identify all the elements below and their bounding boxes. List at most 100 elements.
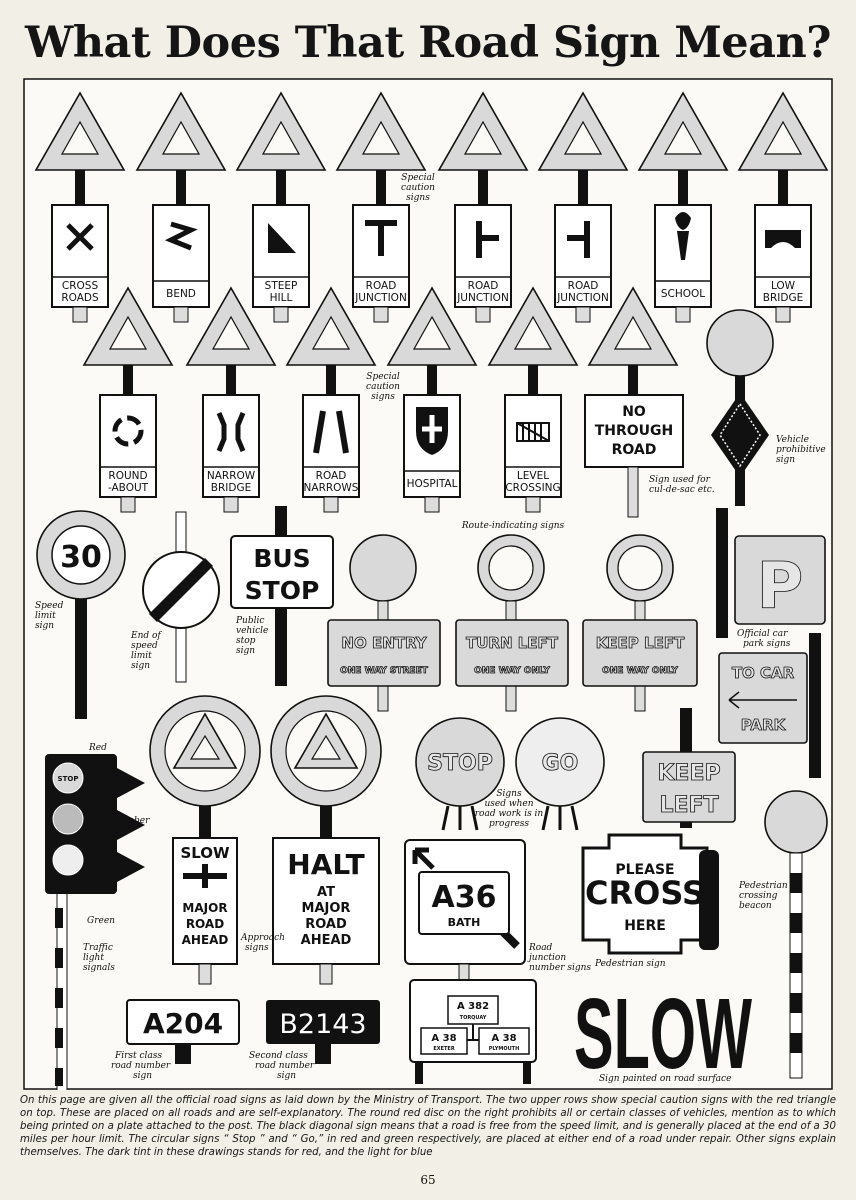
caution-sign-roundabout: ROUND -ABOUT xyxy=(82,286,174,513)
stop-go-note: road work is in xyxy=(475,809,544,819)
pedestrian-crossing-beacon: Pedestrian crossing beacon xyxy=(738,790,828,1079)
route-sign-sub: ONE WAY ONLY xyxy=(474,666,550,676)
traffic-stop-text: STOP xyxy=(58,775,79,783)
no-through-text: ROAD xyxy=(612,442,657,458)
cross-icon xyxy=(66,223,94,251)
caution-sign-steep-hill: STEEP HILL xyxy=(235,91,327,323)
please-cross-text: PLEASE xyxy=(615,862,674,878)
vehicle-prohibitive-sign: Vehicle prohibitive sign xyxy=(706,309,826,506)
sign-label: NARROWS xyxy=(304,482,359,494)
row4-signs: STOP Red Amber Green Traffic light signa… xyxy=(45,695,828,1090)
sign-label: ROAD xyxy=(568,280,599,292)
traffic-note: signals xyxy=(83,963,115,973)
major-text: MAJOR xyxy=(302,901,351,916)
route-sign-turn-left: TURN LEFT ONE WAY ONLY xyxy=(455,534,569,712)
caution-note: caution xyxy=(366,382,400,392)
junction-note: junction xyxy=(527,953,566,963)
bus-stop-note: Public xyxy=(235,616,264,626)
route-sign-sub: ONE WAY STREET xyxy=(340,666,429,676)
slow-text: SLOW xyxy=(180,844,230,862)
right-junction-icon xyxy=(476,221,499,258)
left-junction-icon xyxy=(567,221,590,258)
beacon-note: crossing xyxy=(739,891,778,901)
junction-note: Road xyxy=(528,943,553,953)
sign-label: JUNCTION xyxy=(556,292,609,304)
row3-signs: 30 Speed limit sign End of speed limit s… xyxy=(35,506,826,778)
major-text: ROAD xyxy=(186,917,224,931)
slow-major-road-sign: SLOW MAJOR ROAD AHEAD xyxy=(149,695,261,985)
route-sign-sub: ONE WAY ONLY xyxy=(602,666,678,676)
vehicle-note: sign xyxy=(776,455,795,465)
b2143-text: B2143 xyxy=(279,1009,366,1040)
caution-sign-narrow-bridge: NARROW BRIDGE xyxy=(185,286,277,513)
keep-left-text: KEEP xyxy=(657,761,720,786)
sign-label: ROAD xyxy=(468,280,499,292)
car-park-signs: P Official car park signs TO CAR PARK xyxy=(716,508,826,778)
keep-left-text: LEFT xyxy=(659,793,718,818)
bus-stop-note: sign xyxy=(236,646,255,656)
b2143-note: sign xyxy=(277,1071,296,1081)
sign-label: LEVEL xyxy=(517,470,549,482)
speed-note: limit xyxy=(35,611,56,621)
torquay-text: TORQUAY xyxy=(460,1015,487,1021)
a38-left-text: A 38 xyxy=(431,1033,456,1044)
major-text: MAJOR xyxy=(182,901,227,915)
a204-text: A204 xyxy=(143,1007,223,1040)
traffic-light-signals: STOP Red Amber Green Traffic light signa… xyxy=(45,743,150,1090)
sign-label: JUNCTION xyxy=(456,292,509,304)
traffic-green-label: Green xyxy=(87,916,115,926)
bus-stop-note: stop xyxy=(236,636,256,646)
road-junction-number-sign: A 382 TORQUAY A 38 EXETER A 38 PLYMOUTH xyxy=(409,979,537,1084)
a204-note: sign xyxy=(133,1071,152,1081)
row1-caution-signs: CROSS ROADS BEND STEEP HILL ROAD xyxy=(34,91,829,323)
slow-road-note: Sign painted on road surface xyxy=(599,1074,731,1084)
plymouth-text: PLYMOUTH xyxy=(489,1046,520,1052)
route-sign-no-entry: NO ENTRY ONE WAY STREET xyxy=(327,534,441,712)
please-cross-sign: PLEASE CROSS HERE Pedestrian sign xyxy=(581,833,719,969)
sign-label: LOW xyxy=(771,280,796,292)
steep-hill-icon xyxy=(268,223,296,253)
parking-letter: P xyxy=(757,550,804,624)
sign-label: ROAD xyxy=(316,470,347,482)
sign-label: CROSSING xyxy=(505,482,560,494)
speed-note: Speed xyxy=(35,601,64,611)
a204-road-number-sign: A204 First class road number sign xyxy=(111,999,240,1081)
to-car-text: TO CAR xyxy=(732,664,795,682)
caution-sign-hospital: HOSPITAL xyxy=(386,286,478,513)
vehicle-note: Vehicle xyxy=(776,435,809,445)
caution-note: Special xyxy=(401,173,435,183)
speed-value: 30 xyxy=(60,540,102,575)
a36-junction-sign: A36 BATH Road junction number signs xyxy=(404,839,591,985)
sign-label: -ABOUT xyxy=(108,482,149,494)
bus-stop-text: STOP xyxy=(245,576,320,605)
bend-icon xyxy=(164,221,198,251)
approach-note: signs xyxy=(245,943,269,953)
caution-sign-bend: BEND xyxy=(135,91,227,323)
caution-sign-road-narrows: ROAD NARROWS xyxy=(285,286,377,513)
b2143-note: Second class xyxy=(249,1051,308,1061)
keep-left-sign: KEEP LEFT xyxy=(642,708,736,828)
traffic-amber-label: Amber xyxy=(118,816,150,826)
parking-note: Official car xyxy=(737,629,788,639)
stop-go-signs: STOP GO Signs used when road work is in … xyxy=(415,717,605,831)
caution-note: signs xyxy=(371,392,395,402)
traffic-note: Traffic xyxy=(83,943,113,953)
bus-stop-sign: BUS STOP Public vehicle stop sign xyxy=(230,506,334,686)
vehicle-note: prohibitive xyxy=(776,445,826,455)
route-sign-main: KEEP LEFT xyxy=(596,634,685,652)
halt-major-road-sign: HALT AT MAJOR ROAD AHEAD Approach signs xyxy=(240,695,382,985)
no-through-note: cul-de-sac etc. xyxy=(649,485,715,495)
slow-road-text: SLOW xyxy=(574,978,752,1090)
sign-label: SCHOOL xyxy=(661,288,705,300)
traffic-note: light xyxy=(83,953,104,963)
a38-right-text: A 38 xyxy=(491,1033,516,1044)
end-speed-note: speed xyxy=(131,641,158,651)
caution-sign-low-bridge: LOW BRIDGE xyxy=(737,91,829,323)
major-text: AHEAD xyxy=(301,933,352,948)
sign-label: CROSS xyxy=(62,280,99,292)
approach-note: Approach xyxy=(240,933,285,943)
route-sign-main: TURN LEFT xyxy=(466,634,559,652)
row5-signs: A204 First class road number sign B2143 … xyxy=(111,978,752,1090)
caution-note: caution xyxy=(401,183,435,193)
road-narrows-icon xyxy=(313,410,349,454)
